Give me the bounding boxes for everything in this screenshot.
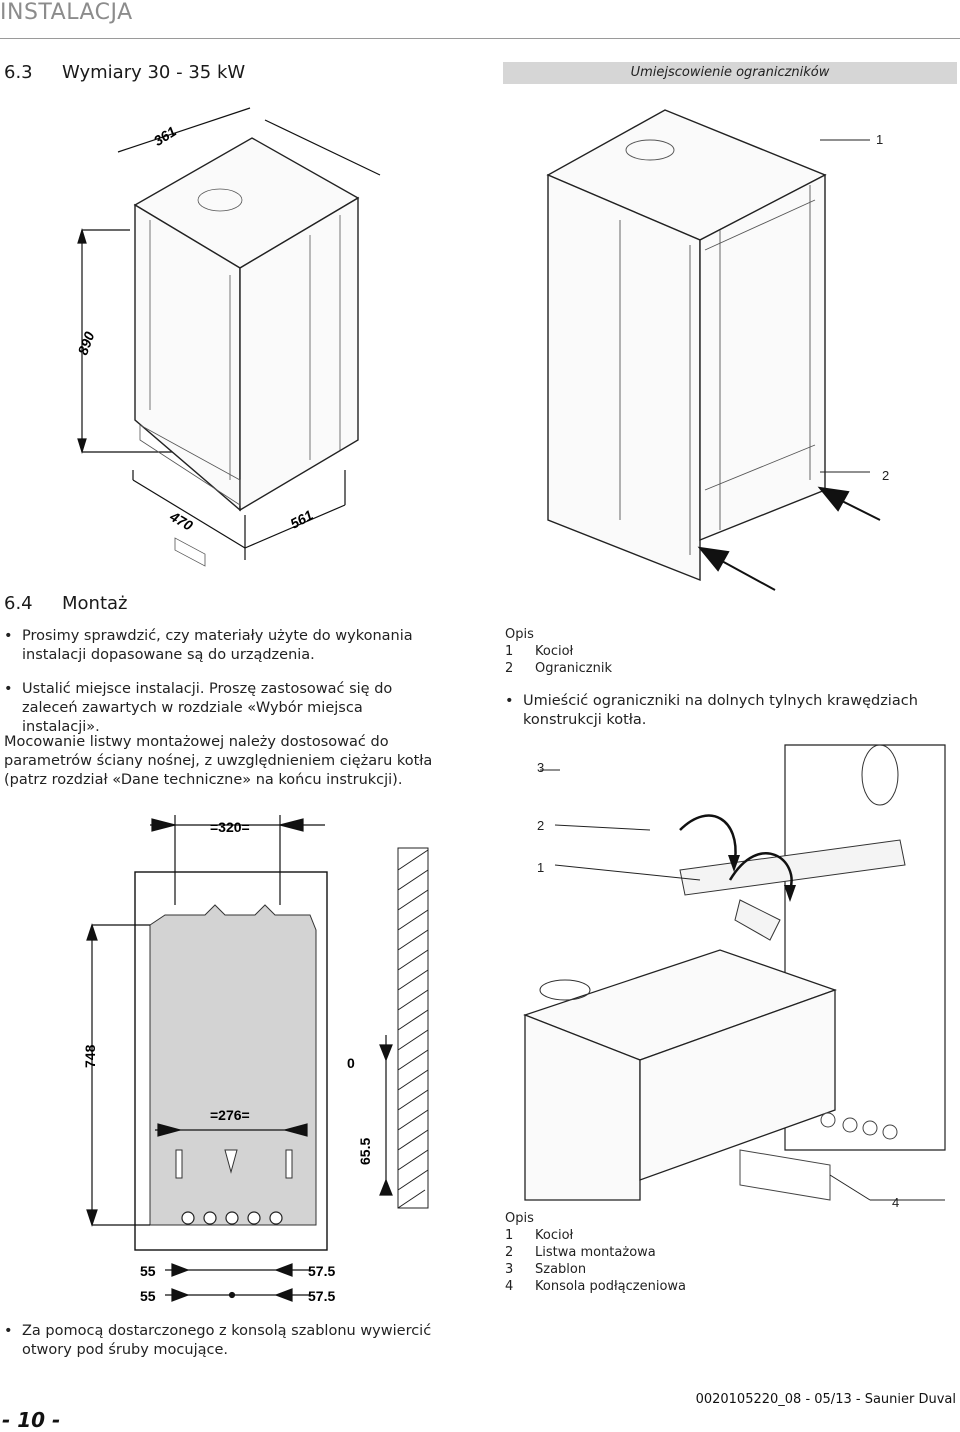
- legend-number: 2: [505, 661, 514, 676]
- mounting-illustration: [523, 744, 946, 1201]
- legend-title: Opis: [505, 627, 534, 642]
- dim-row2-left: 55: [140, 1288, 156, 1304]
- legend-row: 2 Ogranicznik: [505, 660, 612, 677]
- bullet-text: Prosimy sprawdzić, czy materiały użyte d…: [22, 628, 413, 663]
- bullet-dot: •: [4, 1323, 13, 1339]
- section-6-4-heading: 6.4 Montaż: [4, 593, 128, 614]
- legend-number: 1: [505, 1228, 514, 1243]
- callout-1: 1: [537, 860, 545, 875]
- stoppers-banner: Umiejscowienie ograniczników: [503, 62, 957, 84]
- legend-row: 1 Kocioł: [505, 1227, 686, 1244]
- legend-title: Opis: [505, 1211, 534, 1226]
- dim-row2-right: 57.5: [308, 1288, 335, 1304]
- bullet-text: Za pomocą dostarczonego z konsolą szablo…: [22, 1323, 432, 1358]
- dim-template-height: 748: [82, 1044, 98, 1068]
- bullet-dot: •: [505, 693, 514, 709]
- legend-row: 3 Szablon: [505, 1261, 686, 1278]
- mounting-paragraph: Mocowanie listwy montażowej należy dosto…: [4, 734, 433, 788]
- legend-number: 4: [505, 1279, 514, 1294]
- dim-template-mid: =276=: [210, 1107, 250, 1123]
- legend-label: Szablon: [535, 1262, 587, 1277]
- dim-template-zero: 0: [347, 1055, 355, 1071]
- stoppers-illustration: [546, 109, 881, 591]
- callout-2: 2: [537, 818, 545, 833]
- bullet-dot: •: [4, 681, 13, 697]
- bullet-text: Umieścić ograniczniki na dolnych tylnych…: [523, 693, 918, 728]
- legend-number: 3: [505, 1262, 514, 1277]
- legend-label: Kocioł: [535, 1228, 574, 1243]
- bullet-item: • Prosimy sprawdzić, czy materiały użyte…: [4, 627, 434, 665]
- section-number: 6.4: [4, 593, 33, 614]
- header-rule: [0, 38, 960, 39]
- page-number: - 10 -: [2, 1408, 61, 1432]
- section-6-3-heading: 6.3 Wymiary 30 - 35 kW: [4, 62, 245, 83]
- section-header: INSTALACJA: [0, 0, 133, 25]
- bullet-text: Ustalić miejsce instalacji. Proszę zasto…: [22, 681, 393, 735]
- legend-label: Listwa montażowa: [535, 1245, 656, 1260]
- dim-width: 470: [166, 508, 195, 534]
- legend-label: Konsola podłączeniowa: [535, 1279, 686, 1294]
- legend-row: 4 Konsola podłączeniowa: [505, 1278, 686, 1295]
- section-title: Montaż: [62, 593, 128, 614]
- boiler-dimensions-illustration: 361 890 470 561: [74, 107, 381, 567]
- section-number: 6.3: [4, 62, 33, 83]
- legend-row: 2 Listwa montażowa: [505, 1244, 686, 1261]
- legend-1: Opis 1 Kocioł 2 Ogranicznik: [505, 626, 612, 677]
- bullet-item: • Umieścić ograniczniki na dolnych tylny…: [505, 692, 945, 730]
- document-reference: 0020105220_08 - 05/13 - Saunier Duval: [695, 1392, 956, 1407]
- dim-row1-left: 55: [140, 1263, 156, 1279]
- legend-row: 1 Kocioł: [505, 643, 612, 660]
- dim-template-side: 65.5: [357, 1138, 373, 1165]
- section-title: Wymiary 30 - 35 kW: [62, 62, 246, 83]
- dim-template-top: =320=: [210, 819, 250, 835]
- legend-number: 2: [505, 1245, 514, 1260]
- legend-label: Kocioł: [535, 644, 574, 659]
- legend-label: Ogranicznik: [535, 661, 612, 676]
- bullet-dot: •: [4, 628, 13, 644]
- legend-number: 1: [505, 644, 514, 659]
- dim-height: 890: [74, 329, 97, 357]
- bullet-item: • Za pomocą dostarczonego z konsolą szab…: [4, 1322, 434, 1360]
- callout-3: 3: [537, 760, 545, 775]
- callout-1-top: 1: [876, 132, 884, 147]
- template-drawing: =320= 748 0 =276= 65.5 55 57.5 55 57.5: [82, 815, 429, 1304]
- dim-depth: 361: [151, 123, 179, 149]
- bullet-item: • Ustalić miejsce instalacji. Proszę zas…: [4, 680, 444, 737]
- dim-row1-right: 57.5: [308, 1263, 335, 1279]
- callout-2-top: 2: [882, 468, 890, 483]
- callout-4: 4: [892, 1195, 900, 1210]
